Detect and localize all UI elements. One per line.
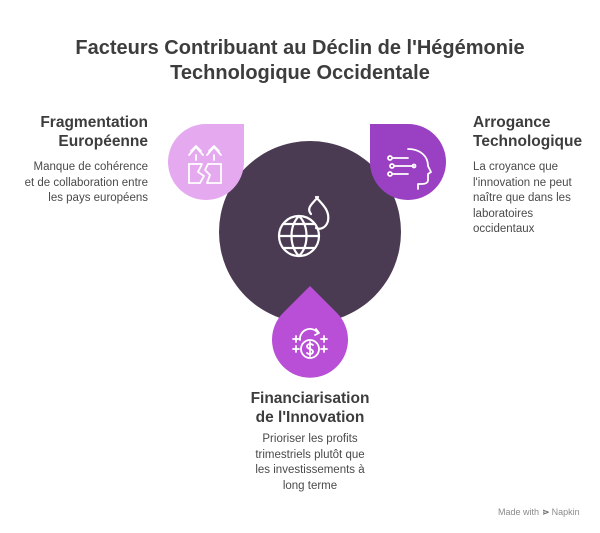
arrogance-title: Arrogance Technologique (473, 113, 595, 151)
fragmentation-teardrop (168, 124, 244, 200)
fragmentation-title: Fragmentation Européenne (20, 113, 148, 151)
fragmentation-title-line: Européenne (58, 133, 148, 150)
arrogance-description: La croyance que l'innovation ne peut naî… (473, 160, 595, 238)
arrogance-title-line: Arrogance (473, 114, 551, 131)
financiarisation-desc-line: Prioriser les profits (262, 433, 358, 445)
financiarisation-teardrop (272, 286, 348, 378)
fragmentation-desc-line: Manque de cohérence (33, 161, 148, 173)
financiarisation-desc-line: les investissements à (255, 464, 365, 476)
arrogance-title-line: Technologique (473, 133, 583, 150)
financiarisation-description: Prioriser les profits trimestriels plutô… (220, 432, 400, 494)
diagram-title: Facteurs Contribuant au Déclin de l'Hégé… (0, 36, 600, 86)
fragmentation-desc-line: les pays européens (48, 192, 148, 204)
split-trees-icon (188, 145, 222, 184)
globe-on-fire-icon (277, 195, 330, 258)
fragmentation-desc-line: et de collaboration entre (24, 176, 148, 189)
arrogance-desc-line: occidentaux (473, 223, 535, 235)
arrogance-desc-line: laboratoires (473, 207, 534, 220)
financiarisation-desc-line: trimestriels plutôt que (255, 448, 365, 461)
made-with-napkin-watermark[interactable]: Made with⋗Napkin (498, 507, 580, 518)
fragmentation-description: Manque de cohérence et de collaboration … (18, 160, 148, 207)
arrogance-teardrop (370, 124, 446, 200)
financiarisation-title-line: Financiarisation (250, 390, 370, 407)
ai-head-icon (387, 148, 432, 190)
title-line-1: Facteurs Contribuant au Déclin de l'Hégé… (75, 37, 525, 59)
financiarisation-desc-line: long terme (282, 479, 338, 492)
title-line-2: Technologique Occidentale (170, 62, 430, 84)
center-circle (219, 141, 401, 323)
watermark-brand: Napkin (551, 507, 580, 517)
arrogance-desc-line: naître que dans les (473, 192, 571, 204)
napkin-logo-icon: ⋗ (542, 507, 550, 517)
arrogance-desc-line: La croyance que (473, 161, 559, 173)
arrogance-desc-line: l'innovation ne peut (473, 176, 572, 189)
watermark-prefix: Made with (498, 507, 540, 517)
financiarisation-title: Financiarisation de l'Innovation (220, 389, 400, 427)
money-cycle-icon (292, 328, 328, 359)
fragmentation-title-line: Fragmentation (40, 114, 148, 131)
financiarisation-title-line: de l'Innovation (255, 409, 365, 426)
